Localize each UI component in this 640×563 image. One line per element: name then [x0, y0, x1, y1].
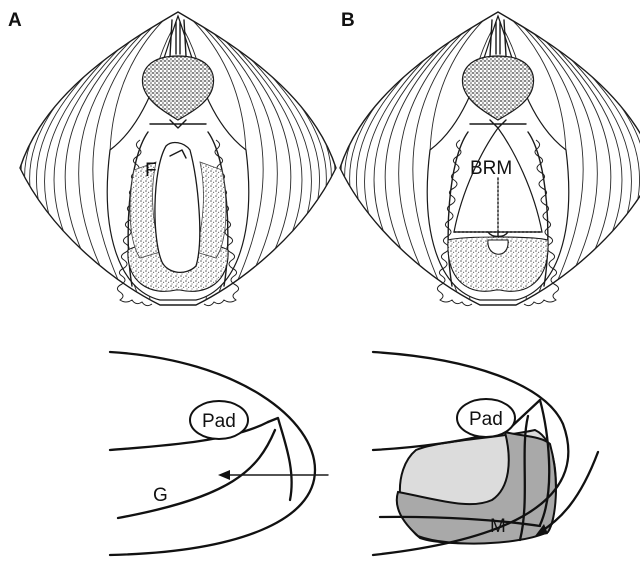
label-m: M: [490, 516, 506, 537]
label-pad: Pad: [202, 411, 236, 432]
panel-a-shell-drawing: A: [8, 10, 336, 306]
panel-b-shell-drawing: B: [340, 10, 640, 306]
foot: [155, 143, 200, 273]
schematic-right: Pad M: [373, 352, 598, 555]
arrow-head: [218, 470, 230, 480]
label-g: G: [153, 485, 168, 506]
outer-shell-curve: [110, 352, 315, 555]
label-brm: BRM: [470, 158, 512, 179]
panel-letter-b: B: [341, 10, 355, 31]
label-pad: Pad: [469, 409, 503, 430]
schematic-left: Pad G: [110, 352, 328, 555]
lower-mantle-line: [118, 430, 275, 518]
label-foot: F: [145, 160, 157, 181]
hook-curve: [268, 418, 292, 500]
panel-letter-a: A: [8, 10, 22, 31]
